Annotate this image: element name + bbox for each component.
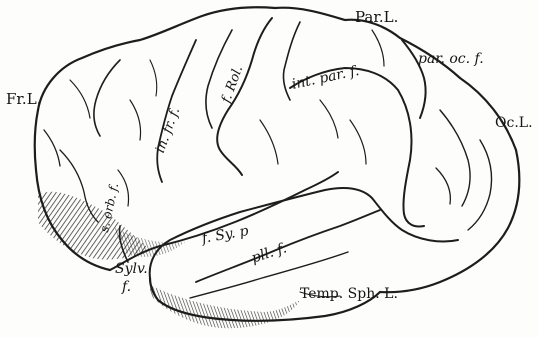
label-par-oc-f: par. oc. f.	[418, 52, 484, 66]
label-sylv: Sylv.	[115, 262, 148, 276]
occipital-sulcus-1	[440, 110, 470, 206]
occipital-sulcus-3	[436, 168, 450, 204]
occipital-sulcus-2	[468, 140, 492, 230]
temporal-base-shading	[150, 285, 300, 328]
parietal-gyrus-mark-3	[260, 120, 278, 164]
orbital-sulcus-2	[44, 130, 60, 166]
label-temp-sph-l: Temp. Sph. L.	[300, 287, 398, 301]
label-oc-l: Oc.L.	[495, 116, 533, 130]
parietal-gyrus-mark-2	[350, 120, 366, 164]
label-par-l: Par.L.	[355, 10, 398, 25]
superior-frontal-fissure	[94, 60, 120, 136]
frontal-gyrus-mark-4	[150, 60, 157, 96]
frontal-gyrus-mark-2	[130, 100, 141, 140]
temporal-lobe-outline	[150, 188, 458, 278]
label-fr-l: Fr.L.	[6, 92, 41, 107]
parietal-gyrus-mark-4	[372, 30, 384, 66]
frontal-gyrus-mark-1	[70, 80, 90, 118]
parietal-gyrus-mark-1	[320, 100, 338, 138]
intraparietal-fissure	[290, 68, 424, 227]
label-f: f.	[122, 280, 131, 294]
